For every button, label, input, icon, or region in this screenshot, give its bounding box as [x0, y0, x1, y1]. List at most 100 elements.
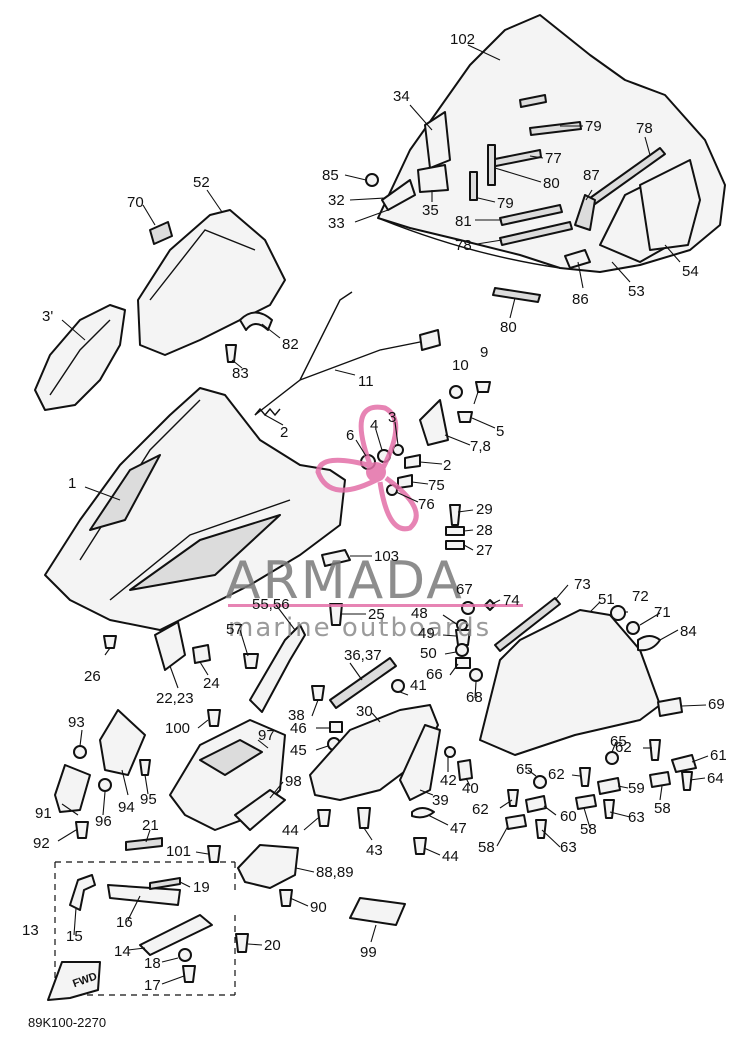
bolt-2	[404, 454, 421, 469]
callout-62a: 62	[615, 739, 632, 756]
plate-58a	[649, 771, 671, 788]
callout-90: 90	[310, 899, 327, 916]
windshield-lower-edge	[377, 217, 561, 269]
bracket-7-8	[419, 399, 449, 446]
fwd-arrow	[47, 961, 101, 1001]
callout-49: 49	[418, 625, 435, 642]
callout-25: 25	[368, 606, 385, 623]
callout-64: 64	[707, 770, 724, 787]
callout-27: 27	[476, 542, 493, 559]
leader-lines	[57, 44, 709, 985]
left-mount-group	[54, 709, 151, 839]
callout-29: 29	[476, 501, 493, 518]
callout-94: 94	[118, 799, 135, 816]
plate-14	[139, 914, 213, 956]
bolt-62a	[649, 739, 661, 761]
callout-4: 4	[370, 417, 378, 434]
callout-58a: 58	[654, 800, 671, 817]
bolt-42	[444, 746, 456, 758]
collar-46	[329, 721, 343, 733]
callout-18: 18	[144, 955, 161, 972]
grommet-24	[192, 644, 211, 664]
callout-103: 103	[374, 548, 399, 565]
callout-labels: 102 34 85 32 33 35 79 77 80 79 81 78 78 …	[22, 31, 727, 994]
windshield-group	[365, 14, 726, 303]
clip-60	[525, 795, 547, 813]
watermark-brand: ARMADA	[225, 551, 464, 611]
bolt-38	[311, 685, 325, 701]
callout-79a: 79	[585, 118, 602, 135]
watermark-tagline: marine outboards	[228, 613, 491, 643]
rail-36-37	[329, 657, 397, 709]
callout-83: 83	[232, 365, 249, 382]
meter-panel-group	[137, 209, 286, 363]
callout-3b: 3	[388, 409, 396, 426]
callout-65a: 65	[610, 733, 627, 750]
bolt-9	[475, 381, 491, 393]
bolt-43	[357, 807, 371, 829]
callout-34: 34	[393, 88, 410, 105]
callout-65b: 65	[516, 761, 533, 778]
bolt-41	[391, 679, 405, 693]
screw-85	[365, 173, 379, 187]
grommet-66	[455, 657, 471, 669]
callout-63a: 63	[628, 809, 645, 826]
tray-88-89	[237, 844, 299, 889]
callout-36-37: 36,37	[344, 647, 382, 664]
trim-strip-78a	[499, 221, 573, 246]
callout-41: 41	[410, 677, 427, 694]
clip-70	[149, 221, 173, 245]
callout-84: 84	[680, 623, 697, 640]
callout-80a: 80	[543, 175, 560, 192]
spring-2	[254, 407, 281, 417]
callout-17: 17	[144, 977, 161, 994]
hood-vent-left	[89, 454, 161, 531]
bolt-57	[243, 653, 259, 669]
hood-1	[44, 387, 346, 631]
trim-strip-80a	[487, 144, 496, 186]
callout-85: 85	[322, 167, 339, 184]
callout-16: 16	[116, 914, 133, 931]
watermark-underline	[228, 604, 523, 607]
strip-19	[149, 877, 181, 890]
right-parts-group	[505, 739, 697, 839]
callout-7-8: 7,8	[470, 438, 491, 455]
bolt-100	[207, 709, 221, 727]
callout-26: 26	[84, 668, 101, 685]
bolt-95	[139, 759, 151, 776]
callout-32: 32	[328, 192, 345, 209]
bracket-39	[399, 724, 441, 801]
propeller-logo	[315, 404, 419, 532]
callout-43: 43	[366, 842, 383, 859]
callout-100: 100	[165, 720, 190, 737]
plate-58b	[575, 794, 597, 810]
callout-45: 45	[290, 742, 307, 759]
callout-5: 5	[496, 423, 504, 440]
hood-latch-103	[321, 549, 351, 567]
callout-57: 57	[226, 621, 243, 638]
nut-18	[178, 948, 192, 962]
callout-59: 59	[628, 780, 645, 797]
cable-group	[254, 291, 441, 417]
callout-92: 92	[33, 835, 50, 852]
clip-61	[671, 754, 697, 773]
bolt-62b	[579, 767, 591, 787]
bracket-94	[99, 709, 146, 776]
callout-77: 77	[545, 150, 562, 167]
bracket-15	[69, 874, 96, 911]
callout-46: 46	[290, 720, 307, 737]
grommet-71	[626, 621, 640, 635]
callout-101: 101	[166, 843, 191, 860]
callout-62b: 62	[548, 766, 565, 783]
callout-86: 86	[572, 291, 589, 308]
nut-50	[455, 643, 469, 657]
bracket-35	[417, 164, 449, 193]
callout-55-56: 55,56	[252, 596, 290, 613]
callout-19: 19	[193, 879, 210, 896]
bolt-44b	[413, 837, 427, 855]
callout-93: 93	[68, 714, 85, 731]
trim-strip-79c	[469, 171, 478, 201]
callout-11: 11	[358, 373, 374, 390]
callout-38: 38	[288, 707, 305, 724]
callout-75: 75	[428, 477, 445, 494]
